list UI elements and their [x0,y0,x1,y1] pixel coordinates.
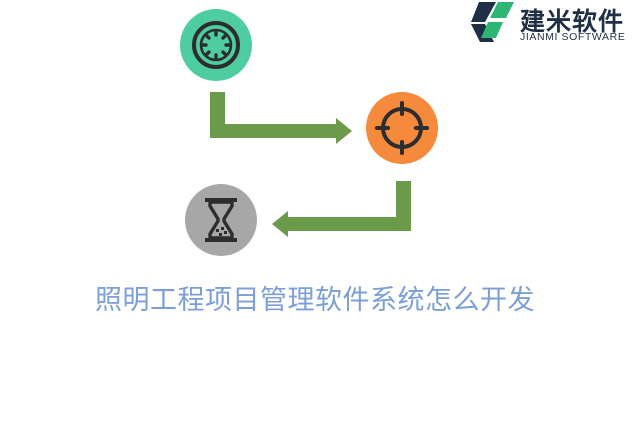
hourglass-icon [205,198,237,242]
step-3-circle [185,184,257,256]
brand-name-en: JIANMI SOFTWARE [520,31,626,43]
arrow-left [272,181,411,237]
jianmi-logo-mark [471,2,514,42]
crosshair-target-icon [375,101,429,155]
step-1 [180,9,252,81]
step-2-circle [366,92,438,164]
film-reel-icon [192,21,240,69]
brand-logo: 建米软件 JIANMI SOFTWARE [464,0,640,48]
arrow-right [210,92,352,144]
step-1-circle [180,9,252,81]
brand-name-cn: 建米软件 [520,7,625,36]
step-2 [366,92,438,164]
step-3 [185,184,257,256]
page-title: 照明工程项目管理软件系统怎么开发 [95,285,535,316]
